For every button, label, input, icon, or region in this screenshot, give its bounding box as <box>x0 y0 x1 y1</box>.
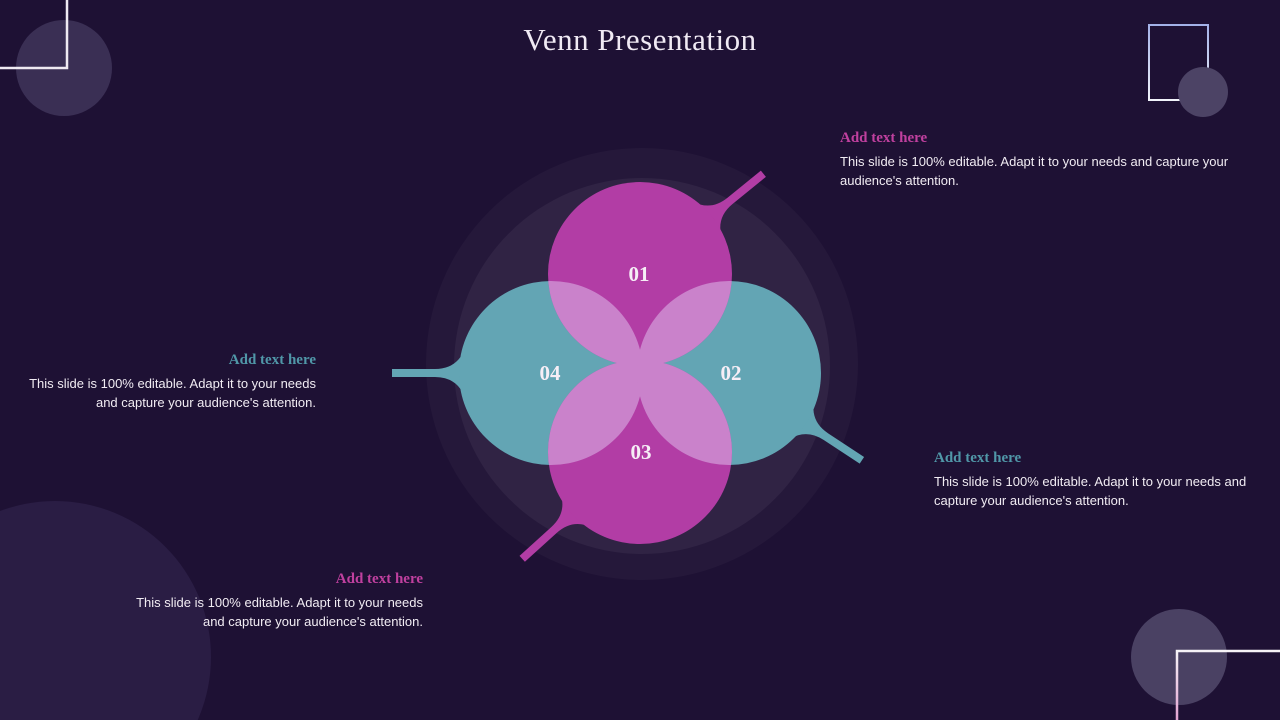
callout-top-right[interactable]: Add text here This slide is 100% editabl… <box>840 129 1244 190</box>
deco-square-top-right <box>1148 24 1209 101</box>
overlap-top-left <box>548 281 643 366</box>
callout-left[interactable]: Add text here This slide is 100% editabl… <box>16 351 316 412</box>
deco-square-bottom-right <box>1175 649 1280 720</box>
slide-title[interactable]: Venn Presentation <box>523 22 757 57</box>
callout-heading: Add text here <box>335 571 423 587</box>
callout-heading: Add text here <box>228 352 316 368</box>
callout-heading: Add text here <box>840 130 928 146</box>
deco-circle-top-right <box>1178 67 1228 117</box>
venn-number-02: 02 <box>721 361 742 385</box>
venn-number-01: 01 <box>629 262 650 286</box>
overlap-top-right <box>637 281 732 366</box>
venn-number-03: 03 <box>631 440 652 464</box>
callout-heading: Add text here <box>934 450 1022 466</box>
deco-square-top-left <box>0 0 69 70</box>
callout-body: This slide is 100% editable. Adapt it to… <box>136 595 423 629</box>
deco-circle-bottom-right <box>1131 609 1227 705</box>
deco-circle-bottom-left <box>0 501 211 720</box>
callout-bottom[interactable]: Add text here This slide is 100% editabl… <box>123 570 423 631</box>
venn-number-04: 04 <box>540 361 562 385</box>
callout-body: This slide is 100% editable. Adapt it to… <box>840 154 1229 188</box>
callout-body: This slide is 100% editable. Adapt it to… <box>934 474 1247 508</box>
callout-body: This slide is 100% editable. Adapt it to… <box>29 376 316 410</box>
callout-bottom-right[interactable]: Add text here This slide is 100% editabl… <box>934 449 1259 510</box>
